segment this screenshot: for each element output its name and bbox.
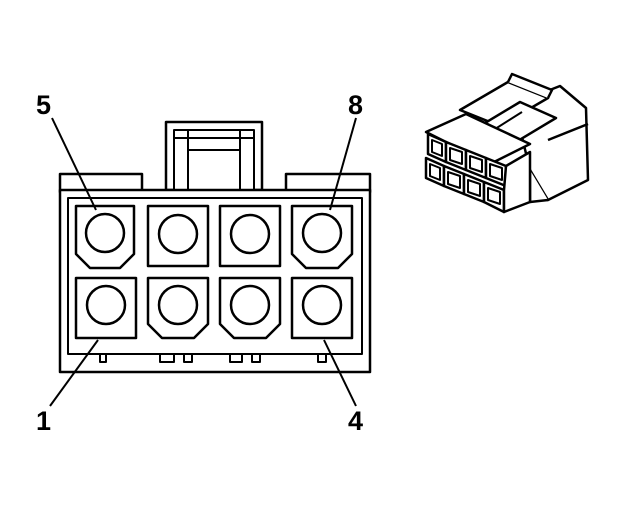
leader-line-4 <box>323 339 357 407</box>
leader-line-5 <box>51 117 97 211</box>
latch-tab <box>164 120 264 192</box>
cavity-5 <box>74 204 136 270</box>
pin-label-5: 5 <box>36 90 51 120</box>
cavity-2 <box>146 276 210 340</box>
pin-label-4: 4 <box>348 406 363 436</box>
leader-line-8 <box>329 117 357 211</box>
cavity-7 <box>218 204 282 268</box>
pin-label-1: 1 <box>36 406 51 436</box>
iso-cavity-row-bottom <box>424 156 506 214</box>
leader-line-1 <box>49 339 99 407</box>
cavity-3 <box>218 276 282 340</box>
cavity-6 <box>146 204 210 268</box>
bottom-notches <box>99 354 327 363</box>
pin-label-8: 8 <box>348 90 363 120</box>
cavity-4 <box>290 276 354 340</box>
iso-cavity-row-top <box>426 132 508 188</box>
connector-face-view: 5 8 1 4 <box>36 90 372 436</box>
connector-isometric-view <box>424 72 590 214</box>
cavity-8 <box>290 204 354 270</box>
cavity-1 <box>74 276 138 340</box>
